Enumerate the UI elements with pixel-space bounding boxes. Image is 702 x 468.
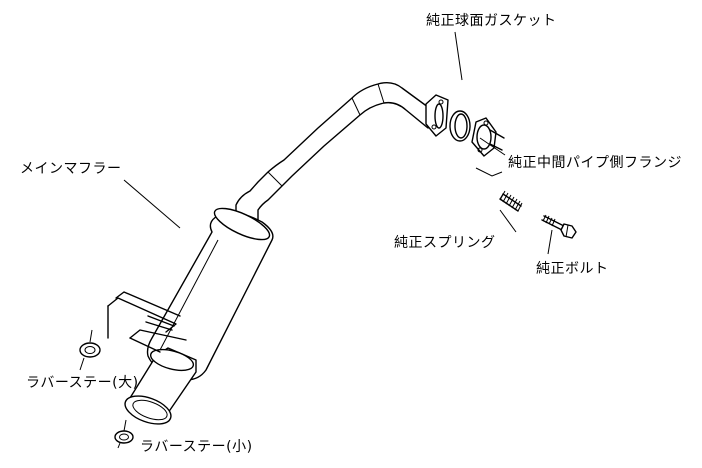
- rubber-mount-large: [79, 329, 101, 358]
- intermediate-pipe: [235, 81, 433, 223]
- spring-part: [499, 190, 523, 212]
- label-rubber-small: ラバーステー(小): [140, 439, 253, 455]
- label-rubber-large: ラバーステー(大): [26, 375, 139, 391]
- label-main-muffler: メインマフラー: [20, 161, 122, 177]
- label-gasket: 純正球面ガスケット: [426, 13, 557, 29]
- rubber-mount-small: [114, 419, 134, 444]
- bolt-part: [541, 214, 577, 239]
- midpipe-flange: [471, 117, 505, 157]
- label-spring: 純正スプリング: [394, 235, 496, 251]
- pipe-flange: [425, 94, 449, 137]
- label-bolt: 純正ボルト: [536, 261, 609, 277]
- label-flange: 純正中間パイプ側フランジ: [508, 155, 682, 171]
- tail-pipe: [124, 347, 197, 425]
- spherical-gasket: [449, 110, 471, 142]
- leader-lines: [79, 31, 553, 449]
- hanger-bracket: [107, 291, 187, 353]
